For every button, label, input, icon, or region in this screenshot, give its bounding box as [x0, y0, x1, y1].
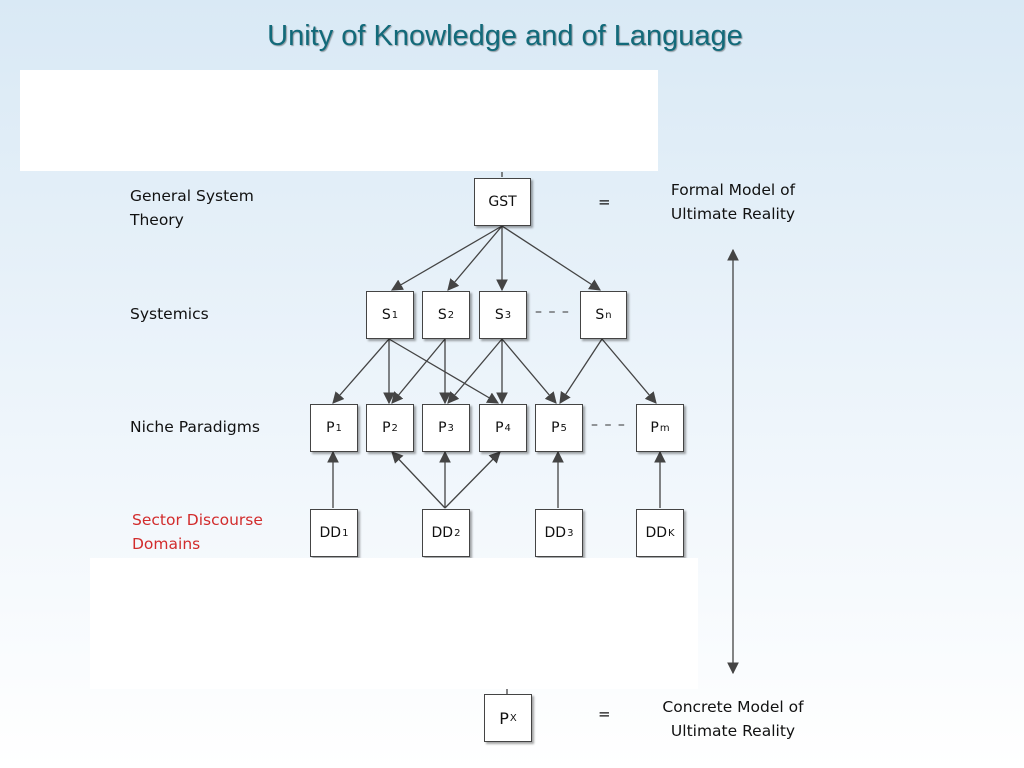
arrow-gst-s1 [390, 225, 503, 291]
equals-sign-bottom: = [598, 705, 611, 723]
ellipsis-systemics: – – – [535, 304, 570, 320]
label-niche-paradigms: Niche Paradigms [130, 418, 260, 436]
arrow-gst-sn [501, 225, 601, 291]
label-formal-model: Formal Model of Ultimate Reality [670, 181, 796, 223]
arrow-s1-p4 [388, 338, 500, 404]
arrow-dd2-p2 [391, 451, 446, 509]
arrow-gst-s2 [447, 225, 503, 291]
arrow-sn-pm [601, 338, 657, 404]
equals-sign-top: = [598, 193, 611, 211]
label-general-system-theory: General System Theory [130, 187, 254, 229]
overlay-panel-top [20, 70, 658, 171]
arrow-dd2-p4 [444, 451, 501, 509]
label-concrete-model: Concrete Model of Ultimate Reality [662, 698, 804, 740]
label-sector-discourse-domains: Sector Discourse Domains [132, 511, 263, 553]
arrow-s3-p3 [447, 338, 503, 404]
arrow-s2-p2 [391, 338, 446, 404]
arrow-s1-p1 [332, 338, 390, 404]
overlay-panel-bottom [90, 558, 698, 689]
label-systemics: Systemics [130, 305, 209, 323]
arrow-sn-p5 [559, 338, 603, 404]
ellipsis-paradigms: – – – [591, 417, 626, 433]
arrow-s3-p5 [501, 338, 557, 404]
page-title: Unity of Knowledge and of Language [267, 20, 743, 52]
node-gst: GST [474, 178, 531, 226]
node-gst-label: GST [488, 194, 517, 210]
